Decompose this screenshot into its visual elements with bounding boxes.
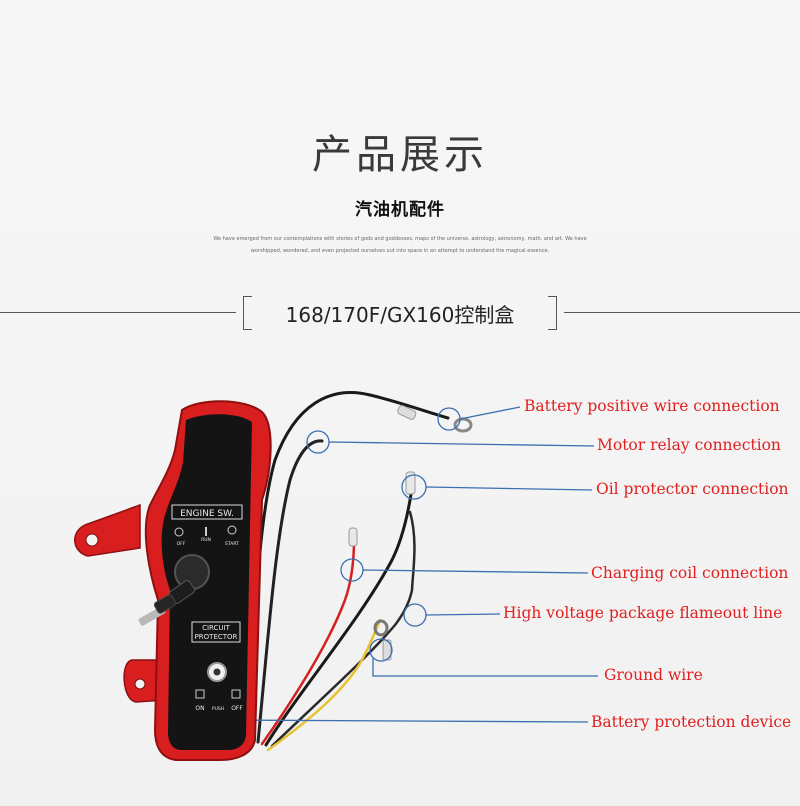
divider-right bbox=[564, 312, 800, 313]
wire-yellow bbox=[266, 618, 382, 752]
divider-left bbox=[0, 312, 236, 313]
wire-black-oil bbox=[264, 486, 414, 747]
model-label-box: 168/170F/GX160控制盒 bbox=[243, 296, 557, 330]
wire-terminals bbox=[348, 405, 473, 661]
wire-red-charging bbox=[260, 538, 356, 746]
engine-switch-label-box bbox=[171, 504, 243, 520]
ring-terminal-battery bbox=[453, 417, 473, 433]
bracket-hole-bottom bbox=[134, 678, 146, 690]
protector-label: PROTECTOR bbox=[195, 633, 238, 641]
key-tag bbox=[153, 594, 177, 614]
leader-line-6 bbox=[372, 658, 598, 677]
connector-charging bbox=[348, 527, 358, 547]
run-symbol-icon bbox=[205, 527, 207, 536]
bracket-left bbox=[243, 296, 252, 330]
connector-oil bbox=[405, 471, 416, 495]
ring-terminal-ground bbox=[373, 619, 389, 637]
off-symbol-icon bbox=[174, 527, 184, 537]
off-bottom-label: OFF bbox=[231, 705, 243, 712]
start-label: START bbox=[225, 541, 239, 547]
run-label: RUN bbox=[201, 537, 211, 543]
push-label: PUSH bbox=[212, 706, 224, 712]
callout-high-voltage: High voltage package flameout line bbox=[503, 604, 783, 622]
connector-relay bbox=[397, 405, 417, 420]
callout-marker-6 bbox=[369, 638, 393, 662]
breaker-button-center bbox=[213, 668, 221, 676]
on-label: ON bbox=[195, 705, 204, 712]
callout-motor-relay: Motor relay connection bbox=[597, 436, 781, 454]
start-symbol-icon bbox=[227, 525, 237, 535]
callout-marker-5 bbox=[403, 603, 427, 627]
ignition-switch bbox=[174, 554, 210, 590]
bracket-hole-top bbox=[85, 533, 99, 547]
on-symbol-icon bbox=[195, 689, 205, 699]
callout-battery-positive: Battery positive wire connection bbox=[524, 397, 780, 415]
leader-line-2 bbox=[328, 441, 595, 447]
page-subtitle: 汽油机配件 bbox=[355, 200, 445, 220]
off-label: OFF bbox=[177, 541, 186, 547]
wire-black-hv bbox=[270, 510, 416, 748]
leader-line-1 bbox=[459, 406, 521, 420]
callout-oil-protector: Oil protector connection bbox=[596, 480, 789, 498]
engine-switch-label: ENGINE SW. bbox=[180, 509, 234, 519]
circuit-protector-label-box bbox=[191, 621, 241, 643]
callout-ground-wire: Ground wire bbox=[604, 666, 703, 684]
wire-black-battery bbox=[246, 391, 450, 742]
fine-print-line-2: worshipped, wondered, and even projected… bbox=[250, 248, 550, 254]
mounting-bracket-top bbox=[74, 503, 141, 557]
leader-line-7 bbox=[216, 685, 589, 723]
fine-print-line-1: We have emerged from our contemplations … bbox=[213, 236, 587, 242]
callout-battery-protection: Battery protection device bbox=[591, 713, 792, 731]
wire-black-relay bbox=[256, 439, 324, 744]
bracket-right bbox=[548, 296, 557, 330]
callout-charging-coil: Charging coil connection bbox=[591, 564, 789, 582]
leader-line-5 bbox=[425, 613, 501, 616]
page-title: 产品展示 bbox=[312, 132, 488, 178]
model-label: 168/170F/GX160控制盒 bbox=[285, 303, 515, 327]
control-box-housing: ENGINE SW. OFF RUN START CIRCUIT PROTECT… bbox=[74, 400, 272, 761]
connector-hv bbox=[382, 639, 392, 661]
circuit-label: CIRCUIT bbox=[202, 624, 231, 632]
leader-line-3 bbox=[425, 486, 593, 491]
off-symbol-bottom-icon bbox=[231, 689, 241, 699]
leader-line-4 bbox=[362, 569, 589, 574]
